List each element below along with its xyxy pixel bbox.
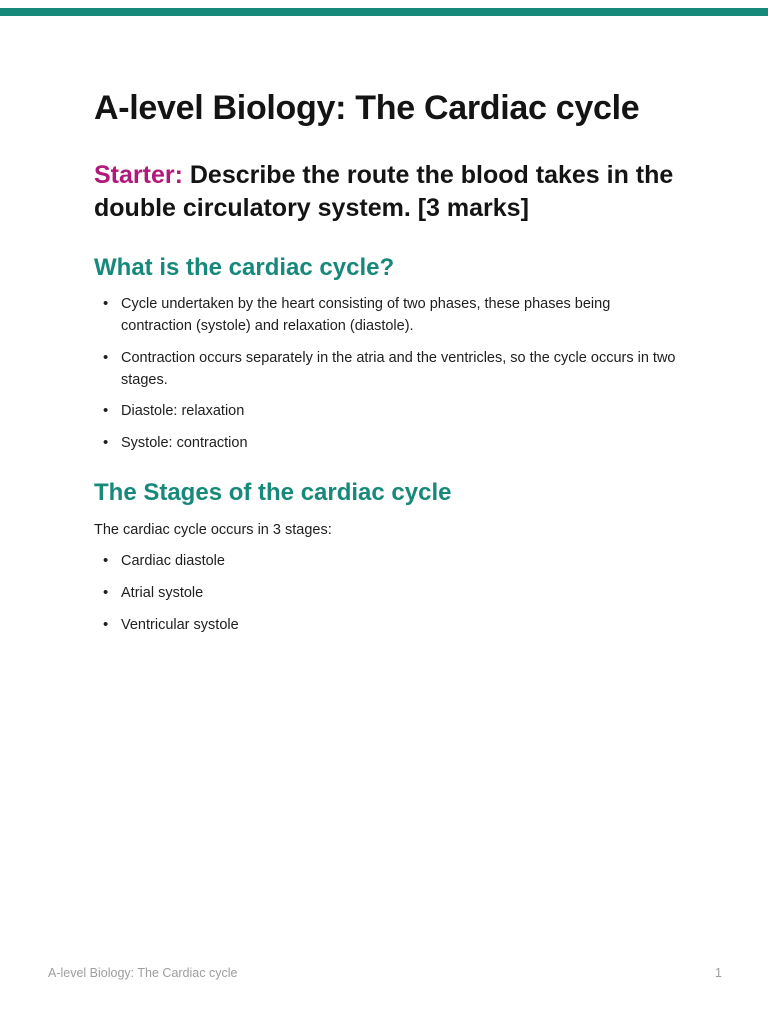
list-item: Ventricular systole [94,614,676,637]
page-content: A-level Biology: The Cardiac cycle Start… [94,86,676,636]
accent-bar [0,8,768,16]
list-item: Contraction occurs separately in the atr… [94,347,676,392]
list-item: Cardiac diastole [94,550,676,573]
starter-text: Describe the route the blood takes in th… [94,161,674,223]
list-item: Systole: contraction [94,432,676,455]
starter-label: Starter: [94,161,183,190]
footer-title: A-level Biology: The Cardiac cycle [48,966,238,980]
list-item: Diastole: relaxation [94,400,676,423]
bullet-list-cardiac-cycle: Cycle undertaken by the heart consisting… [94,293,676,455]
stages-intro: The cardiac cycle occurs in 3 stages: [94,522,332,539]
page-footer: A-level Biology: The Cardiac cycle 1 [48,966,722,980]
page-number: 1 [715,966,722,980]
bullet-list-stages: Cardiac diastole Atrial systole Ventricu… [94,550,676,637]
section-heading-what-is-cardiac-cycle: What is the cardiac cycle? [94,253,395,281]
starter-paragraph: Starter: Describe the route the blood ta… [94,159,676,226]
page-title: A-level Biology: The Cardiac cycle [94,89,640,127]
list-item: Atrial systole [94,582,676,605]
section-heading-stages: The Stages of the cardiac cycle [94,478,452,506]
list-item: Cycle undertaken by the heart consisting… [94,293,676,338]
